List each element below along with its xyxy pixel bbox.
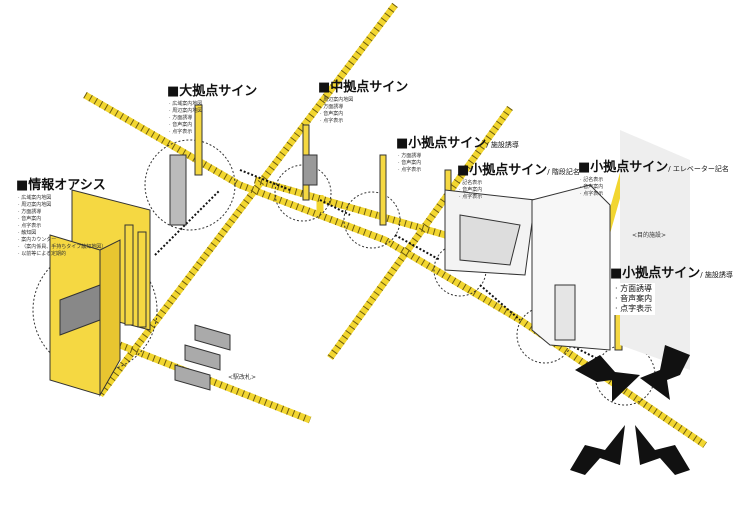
label-medium-hub-sign: ■中拠点サイン 周辺案内地図 方面誘導 音声案内 点字表示 bbox=[318, 76, 408, 125]
label-large-hub-sign: ■大拠点サイン 広域案内地図 周辺案内地図 方面誘導 音声案内 点字表示 bbox=[167, 80, 257, 136]
feature-item: 点字表示 bbox=[459, 194, 580, 201]
stair-structure bbox=[444, 189, 536, 276]
arrow-down-left-icon bbox=[570, 425, 625, 475]
feature-list: 方面誘導 音声案内 点字表示 bbox=[612, 283, 656, 315]
feature-item: 広域案内地図 bbox=[169, 101, 257, 108]
route-arrows bbox=[154, 169, 601, 361]
feature-item: 周辺案内地図 bbox=[18, 202, 106, 209]
arrow-up-left-icon bbox=[575, 355, 640, 402]
feature-item: 記名表示 bbox=[459, 180, 580, 187]
label-small-hub-facility-guide: ■小拠点サイン/ 施設誘導 方面誘導 音声案内 点字表示 bbox=[396, 132, 519, 174]
feature-item: 以前等による定期的 bbox=[18, 251, 106, 258]
feature-item: 点字表示 bbox=[580, 191, 729, 198]
feature-list: 記名表示 音声案内 点字表示 bbox=[459, 180, 580, 201]
feature-item: 方面誘導 bbox=[398, 153, 519, 160]
feature-item: 周辺案内地図 bbox=[169, 108, 257, 115]
group-subtitle: / 階段記名 bbox=[547, 168, 580, 176]
group-title: ■小拠点サイン bbox=[610, 266, 701, 281]
arrow-up-right-icon bbox=[640, 345, 690, 400]
feature-list: 周辺案内地図 方面誘導 音声案内 点字表示 bbox=[320, 97, 408, 125]
group-heading: ■小拠点サイン/ 施設誘導 bbox=[610, 262, 733, 281]
feature-item: 点字表示 bbox=[320, 118, 408, 125]
feature-item: 音声案内 bbox=[320, 111, 408, 118]
feature-item: 記名表示 bbox=[580, 177, 729, 184]
group-title: ■小拠点サイン bbox=[396, 136, 487, 151]
feature-list: 広域案内地図 周辺案内地図 方面誘導 音声案内 点字表示 触知図 案内カウンター… bbox=[18, 195, 106, 258]
group-heading: ■小拠点サイン/ エレベーター記名 bbox=[578, 156, 729, 175]
feature-item: 広域案内地図 bbox=[18, 195, 106, 202]
elevator-structure bbox=[531, 184, 611, 351]
feature-item: （案内係員、手持ちタイプ触知地図） bbox=[18, 244, 106, 251]
feature-item: 音声案内 bbox=[615, 294, 652, 304]
tactile-paving-dashes bbox=[83, 2, 707, 448]
feature-item: 方面誘導 bbox=[615, 284, 652, 294]
feature-list: 記名表示 音声案内 点字表示 bbox=[580, 177, 729, 198]
feature-item: 音声案内 bbox=[459, 187, 580, 194]
group-title: ■大拠点サイン bbox=[167, 84, 258, 99]
feature-item: 点字表示 bbox=[398, 167, 519, 174]
group-heading: ■小拠点サイン/ 施設誘導 bbox=[396, 132, 519, 151]
feature-item: 点字表示 bbox=[169, 129, 257, 136]
group-title: ■中拠点サイン bbox=[318, 80, 409, 95]
group-title: ■小拠点サイン bbox=[457, 163, 548, 178]
feature-item: 音声案内 bbox=[169, 122, 257, 129]
group-heading: ■小拠点サイン/ 階段記名 bbox=[457, 159, 580, 178]
label-small-hub-elevator: ■小拠点サイン/ エレベーター記名 記名表示 音声案内 点字表示 bbox=[578, 156, 729, 198]
feature-list: 広域案内地図 周辺案内地図 方面誘導 音声案内 点字表示 bbox=[169, 101, 257, 136]
group-subtitle: / 施設誘導 bbox=[486, 141, 519, 149]
group-title: ■小拠点サイン bbox=[578, 160, 669, 175]
caption-station-gate: <駅改札> bbox=[228, 374, 257, 381]
arrow-down-right-icon bbox=[635, 425, 690, 475]
feature-item: 方面誘導 bbox=[18, 209, 106, 216]
feature-item: 音声案内 bbox=[580, 184, 729, 191]
feature-item: 方面誘導 bbox=[169, 115, 257, 122]
feature-item: 音声案内 bbox=[18, 216, 106, 223]
group-subtitle: / エレベーター記名 bbox=[668, 165, 729, 173]
label-info-oasis: ■情報オアシス 広域案内地図 周辺案内地図 方面誘導 音声案内 点字表示 触知図… bbox=[16, 174, 106, 258]
group-title: ■情報オアシス bbox=[16, 178, 106, 193]
group-subtitle: / 施設誘導 bbox=[700, 271, 733, 279]
feature-item: 音声案内 bbox=[398, 160, 519, 167]
gate-machines bbox=[174, 324, 231, 391]
feature-item: 方面誘導 bbox=[320, 104, 408, 111]
direction-arrows bbox=[570, 345, 690, 475]
label-small-hub-facility-guide-2: ■小拠点サイン/ 施設誘導 方面誘導 音声案内 点字表示 bbox=[610, 262, 733, 315]
caption-destination: <目的施設> bbox=[632, 232, 667, 239]
feature-item: 点字表示 bbox=[615, 304, 652, 314]
feature-list: 方面誘導 音声案内 点字表示 bbox=[398, 153, 519, 174]
feature-item: 触知図 bbox=[18, 230, 106, 237]
label-small-hub-stairs: ■小拠点サイン/ 階段記名 記名表示 音声案内 点字表示 bbox=[457, 159, 580, 201]
feature-item: 点字表示 bbox=[18, 223, 106, 230]
feature-item: 案内カウンター bbox=[18, 237, 106, 244]
feature-item: 周辺案内地図 bbox=[320, 97, 408, 104]
